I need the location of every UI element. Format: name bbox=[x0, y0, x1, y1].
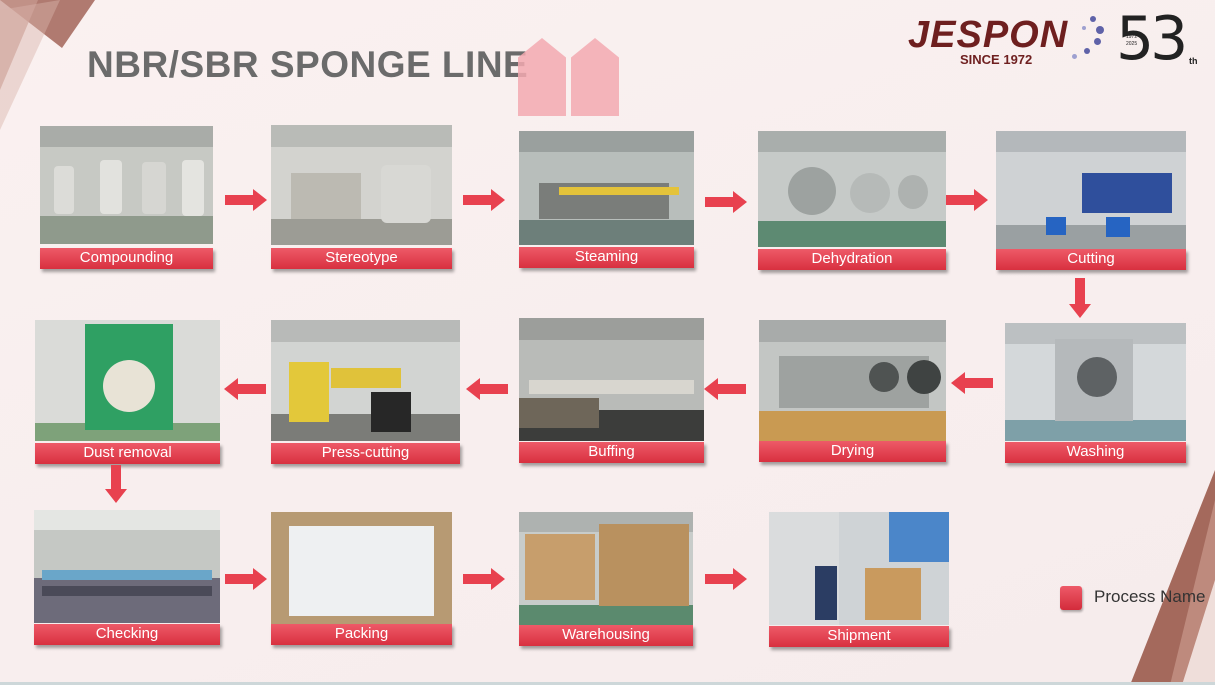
label-washing: Washing bbox=[1005, 442, 1186, 463]
bottom-divider bbox=[0, 682, 1215, 685]
sponge-image-right bbox=[571, 38, 619, 116]
arrow-right-7 bbox=[705, 568, 747, 590]
photo-washing bbox=[1005, 323, 1186, 441]
arrow-left-3 bbox=[466, 378, 508, 400]
sponge-image-left bbox=[518, 38, 566, 116]
label-drying: Drying bbox=[759, 441, 946, 462]
photo-steaming bbox=[519, 131, 694, 245]
logo-dots bbox=[1068, 12, 1108, 64]
legend-label: Process Name bbox=[1094, 587, 1206, 606]
arrow-right-1 bbox=[225, 189, 267, 211]
photo-drying bbox=[759, 320, 946, 441]
arrow-left-2 bbox=[704, 378, 746, 400]
label-warehousing: Warehousing bbox=[519, 625, 693, 646]
photo-shipment bbox=[769, 512, 949, 625]
label-packing: Packing bbox=[271, 624, 452, 645]
corner-decoration-top-left bbox=[0, 0, 95, 130]
photo-dehydration bbox=[758, 131, 946, 247]
label-stereotype: Stereotype bbox=[271, 248, 452, 269]
photo-cutting bbox=[996, 131, 1186, 249]
logo-since: SINCE 1972 bbox=[960, 52, 1033, 67]
label-steaming: Steaming bbox=[519, 247, 694, 268]
page-title: NBR/SBR SPONGE LINE bbox=[87, 44, 529, 85]
photo-press-cutting bbox=[271, 320, 460, 441]
label-cutting: Cutting bbox=[996, 249, 1186, 270]
arrow-down-1 bbox=[1069, 278, 1091, 318]
logo-suffix: th bbox=[1189, 56, 1198, 66]
photo-packing bbox=[271, 512, 452, 625]
arrow-right-3 bbox=[705, 191, 747, 213]
photo-buffing bbox=[519, 318, 704, 441]
arrow-down-2 bbox=[105, 465, 127, 503]
label-dehydration: Dehydration bbox=[758, 249, 946, 270]
logo-anniversary: 53 bbox=[1116, 4, 1188, 74]
arrow-right-2 bbox=[463, 189, 505, 211]
label-buffing: Buffing bbox=[519, 442, 704, 463]
photo-warehousing bbox=[519, 512, 693, 625]
photo-checking bbox=[34, 510, 220, 623]
label-shipment: Shipment bbox=[769, 626, 949, 647]
arrow-right-6 bbox=[463, 568, 505, 590]
photo-compounding bbox=[40, 126, 213, 244]
arrow-right-4 bbox=[946, 189, 988, 211]
photo-stereotype bbox=[271, 125, 452, 245]
corner-decoration-bottom-right bbox=[1130, 470, 1215, 685]
legend-swatch bbox=[1060, 586, 1082, 610]
arrow-left-4 bbox=[224, 378, 266, 400]
label-compounding: Compounding bbox=[40, 248, 213, 269]
logo-brand: JESPON bbox=[908, 14, 1069, 56]
label-dust-removal: Dust removal bbox=[35, 443, 220, 464]
arrow-left-1 bbox=[951, 372, 993, 394]
arrow-right-5 bbox=[225, 568, 267, 590]
label-press-cutting: Press-cutting bbox=[271, 443, 460, 464]
label-checking: Checking bbox=[34, 624, 220, 645]
photo-dust-removal bbox=[35, 320, 220, 441]
